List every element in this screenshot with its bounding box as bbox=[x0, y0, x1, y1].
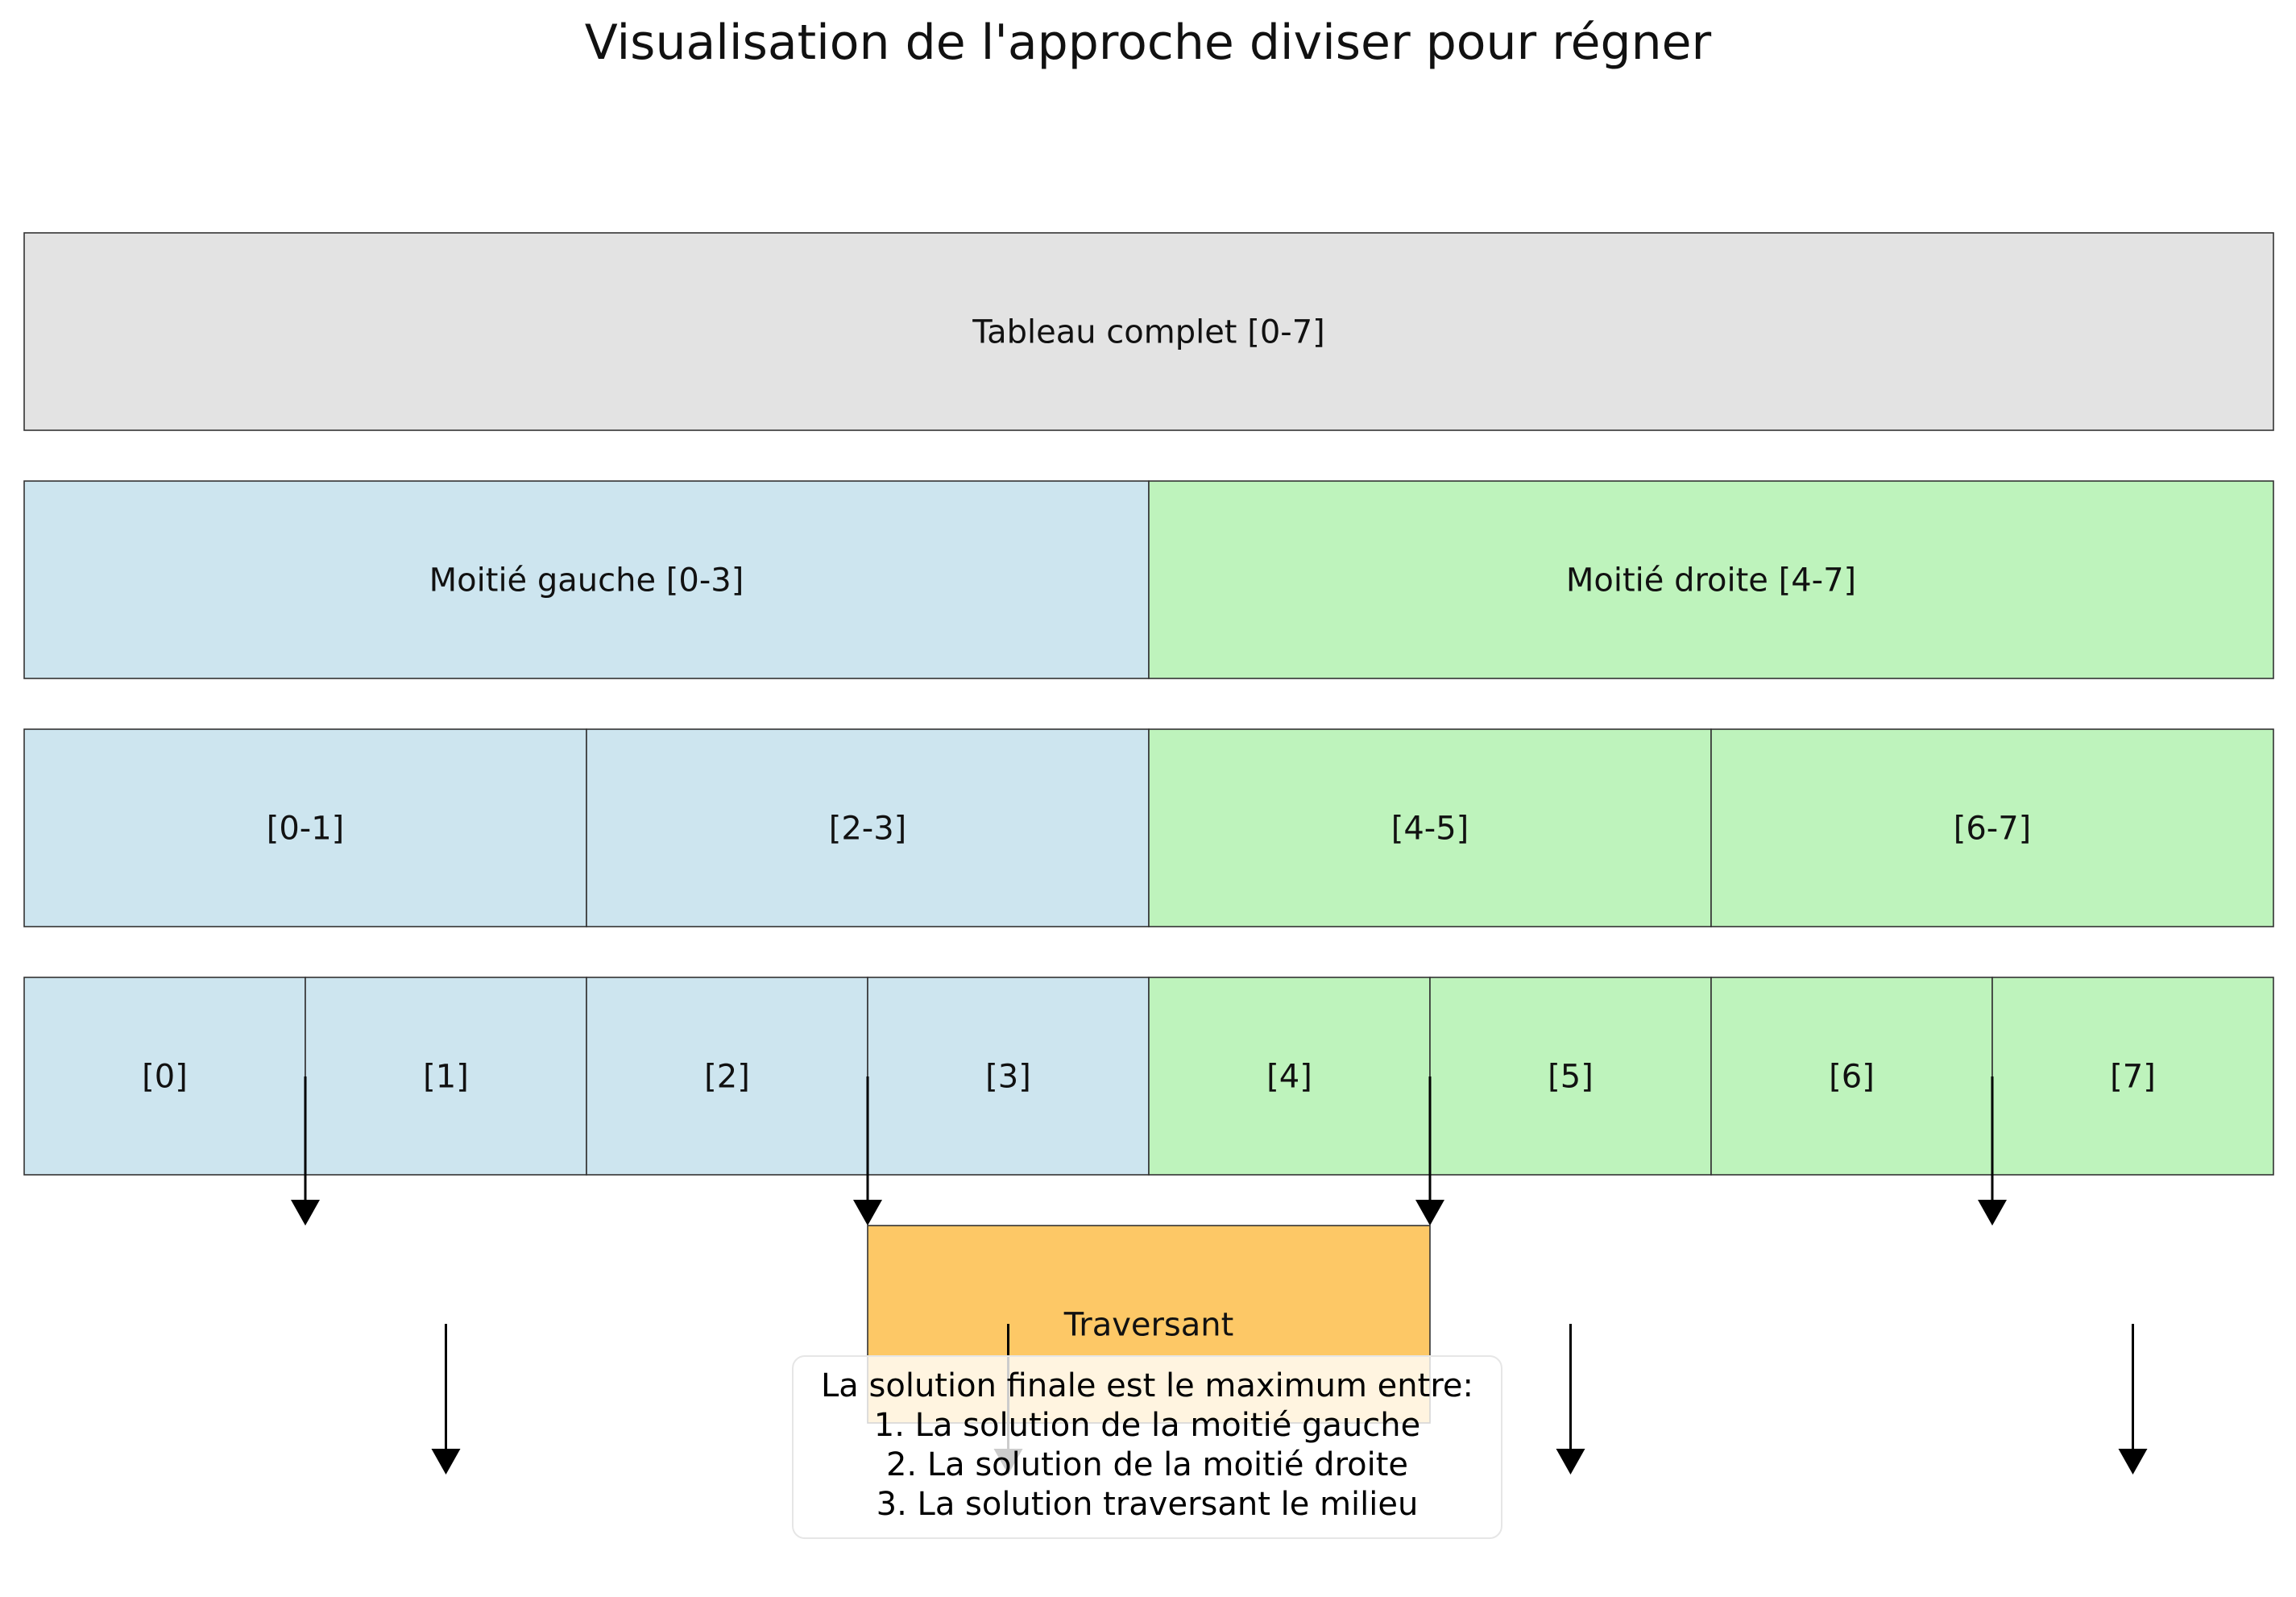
arrow-head bbox=[2118, 1449, 2148, 1475]
half-block-label: Moitié droite [4-7] bbox=[1566, 562, 1856, 599]
quarter-block bbox=[586, 728, 1150, 927]
conclusion-line: 1. La solution de la moitié gauche bbox=[873, 1407, 1421, 1444]
quarter-block-label: [4-5] bbox=[1391, 811, 1469, 848]
conclusion-box: La solution finale est le maximum entre:… bbox=[792, 1355, 1502, 1539]
full-array-block bbox=[23, 232, 2274, 431]
arrow bbox=[291, 1076, 320, 1226]
element-block bbox=[305, 977, 587, 1176]
element-block-label: [3] bbox=[985, 1059, 1031, 1096]
element-block-label: [7] bbox=[2110, 1059, 2156, 1096]
half-block bbox=[1148, 480, 2274, 679]
half-block bbox=[23, 480, 1150, 679]
quarter-block-label: [0-1] bbox=[267, 811, 345, 848]
arrow-head bbox=[853, 1200, 882, 1226]
conclusion-line: 3. La solution traversant le milieu bbox=[876, 1486, 1419, 1523]
arrow bbox=[2118, 1324, 2148, 1475]
conclusion-line: 2. La solution de la moitié droite bbox=[885, 1446, 1409, 1483]
element-block-label: [1] bbox=[423, 1059, 469, 1096]
element-block bbox=[1991, 977, 2274, 1176]
page-title: Visualisation de l'approche diviser pour… bbox=[584, 15, 1712, 71]
arrow-head bbox=[1415, 1200, 1444, 1226]
element-block bbox=[1429, 977, 1712, 1176]
element-block-label: [5] bbox=[1548, 1059, 1594, 1096]
element-block bbox=[1148, 977, 1431, 1176]
quarter-block bbox=[1710, 728, 2274, 927]
element-block bbox=[23, 977, 306, 1176]
arrow bbox=[1415, 1076, 1444, 1226]
arrow bbox=[1556, 1324, 1585, 1475]
element-block-label: [0] bbox=[142, 1059, 188, 1096]
arrow-head bbox=[1978, 1200, 2007, 1226]
conclusion-line: La solution finale est le maximum entre: bbox=[821, 1367, 1473, 1404]
full-array-block-label: Tableau complet [0-7] bbox=[972, 314, 1325, 351]
arrow-head bbox=[1556, 1449, 1585, 1475]
half-block-label: Moitié gauche [0-3] bbox=[429, 562, 744, 599]
element-block bbox=[586, 977, 868, 1176]
quarter-block-label: [2-3] bbox=[829, 811, 907, 848]
quarter-block-label: [6-7] bbox=[1954, 811, 2032, 848]
element-block-label: [2] bbox=[704, 1059, 750, 1096]
element-block bbox=[867, 977, 1150, 1176]
element-block bbox=[1710, 977, 1993, 1176]
arrow bbox=[1978, 1076, 2007, 1226]
arrow bbox=[853, 1076, 882, 1226]
quarter-block bbox=[1148, 728, 1712, 927]
arrow-head bbox=[431, 1449, 461, 1475]
arrow-head bbox=[291, 1200, 320, 1226]
arrow bbox=[431, 1324, 461, 1475]
element-block-label: [6] bbox=[1829, 1059, 1875, 1096]
quarter-block bbox=[23, 728, 587, 927]
element-block-label: [4] bbox=[1266, 1059, 1312, 1096]
crossing-block-label: Traversant bbox=[1063, 1307, 1234, 1344]
